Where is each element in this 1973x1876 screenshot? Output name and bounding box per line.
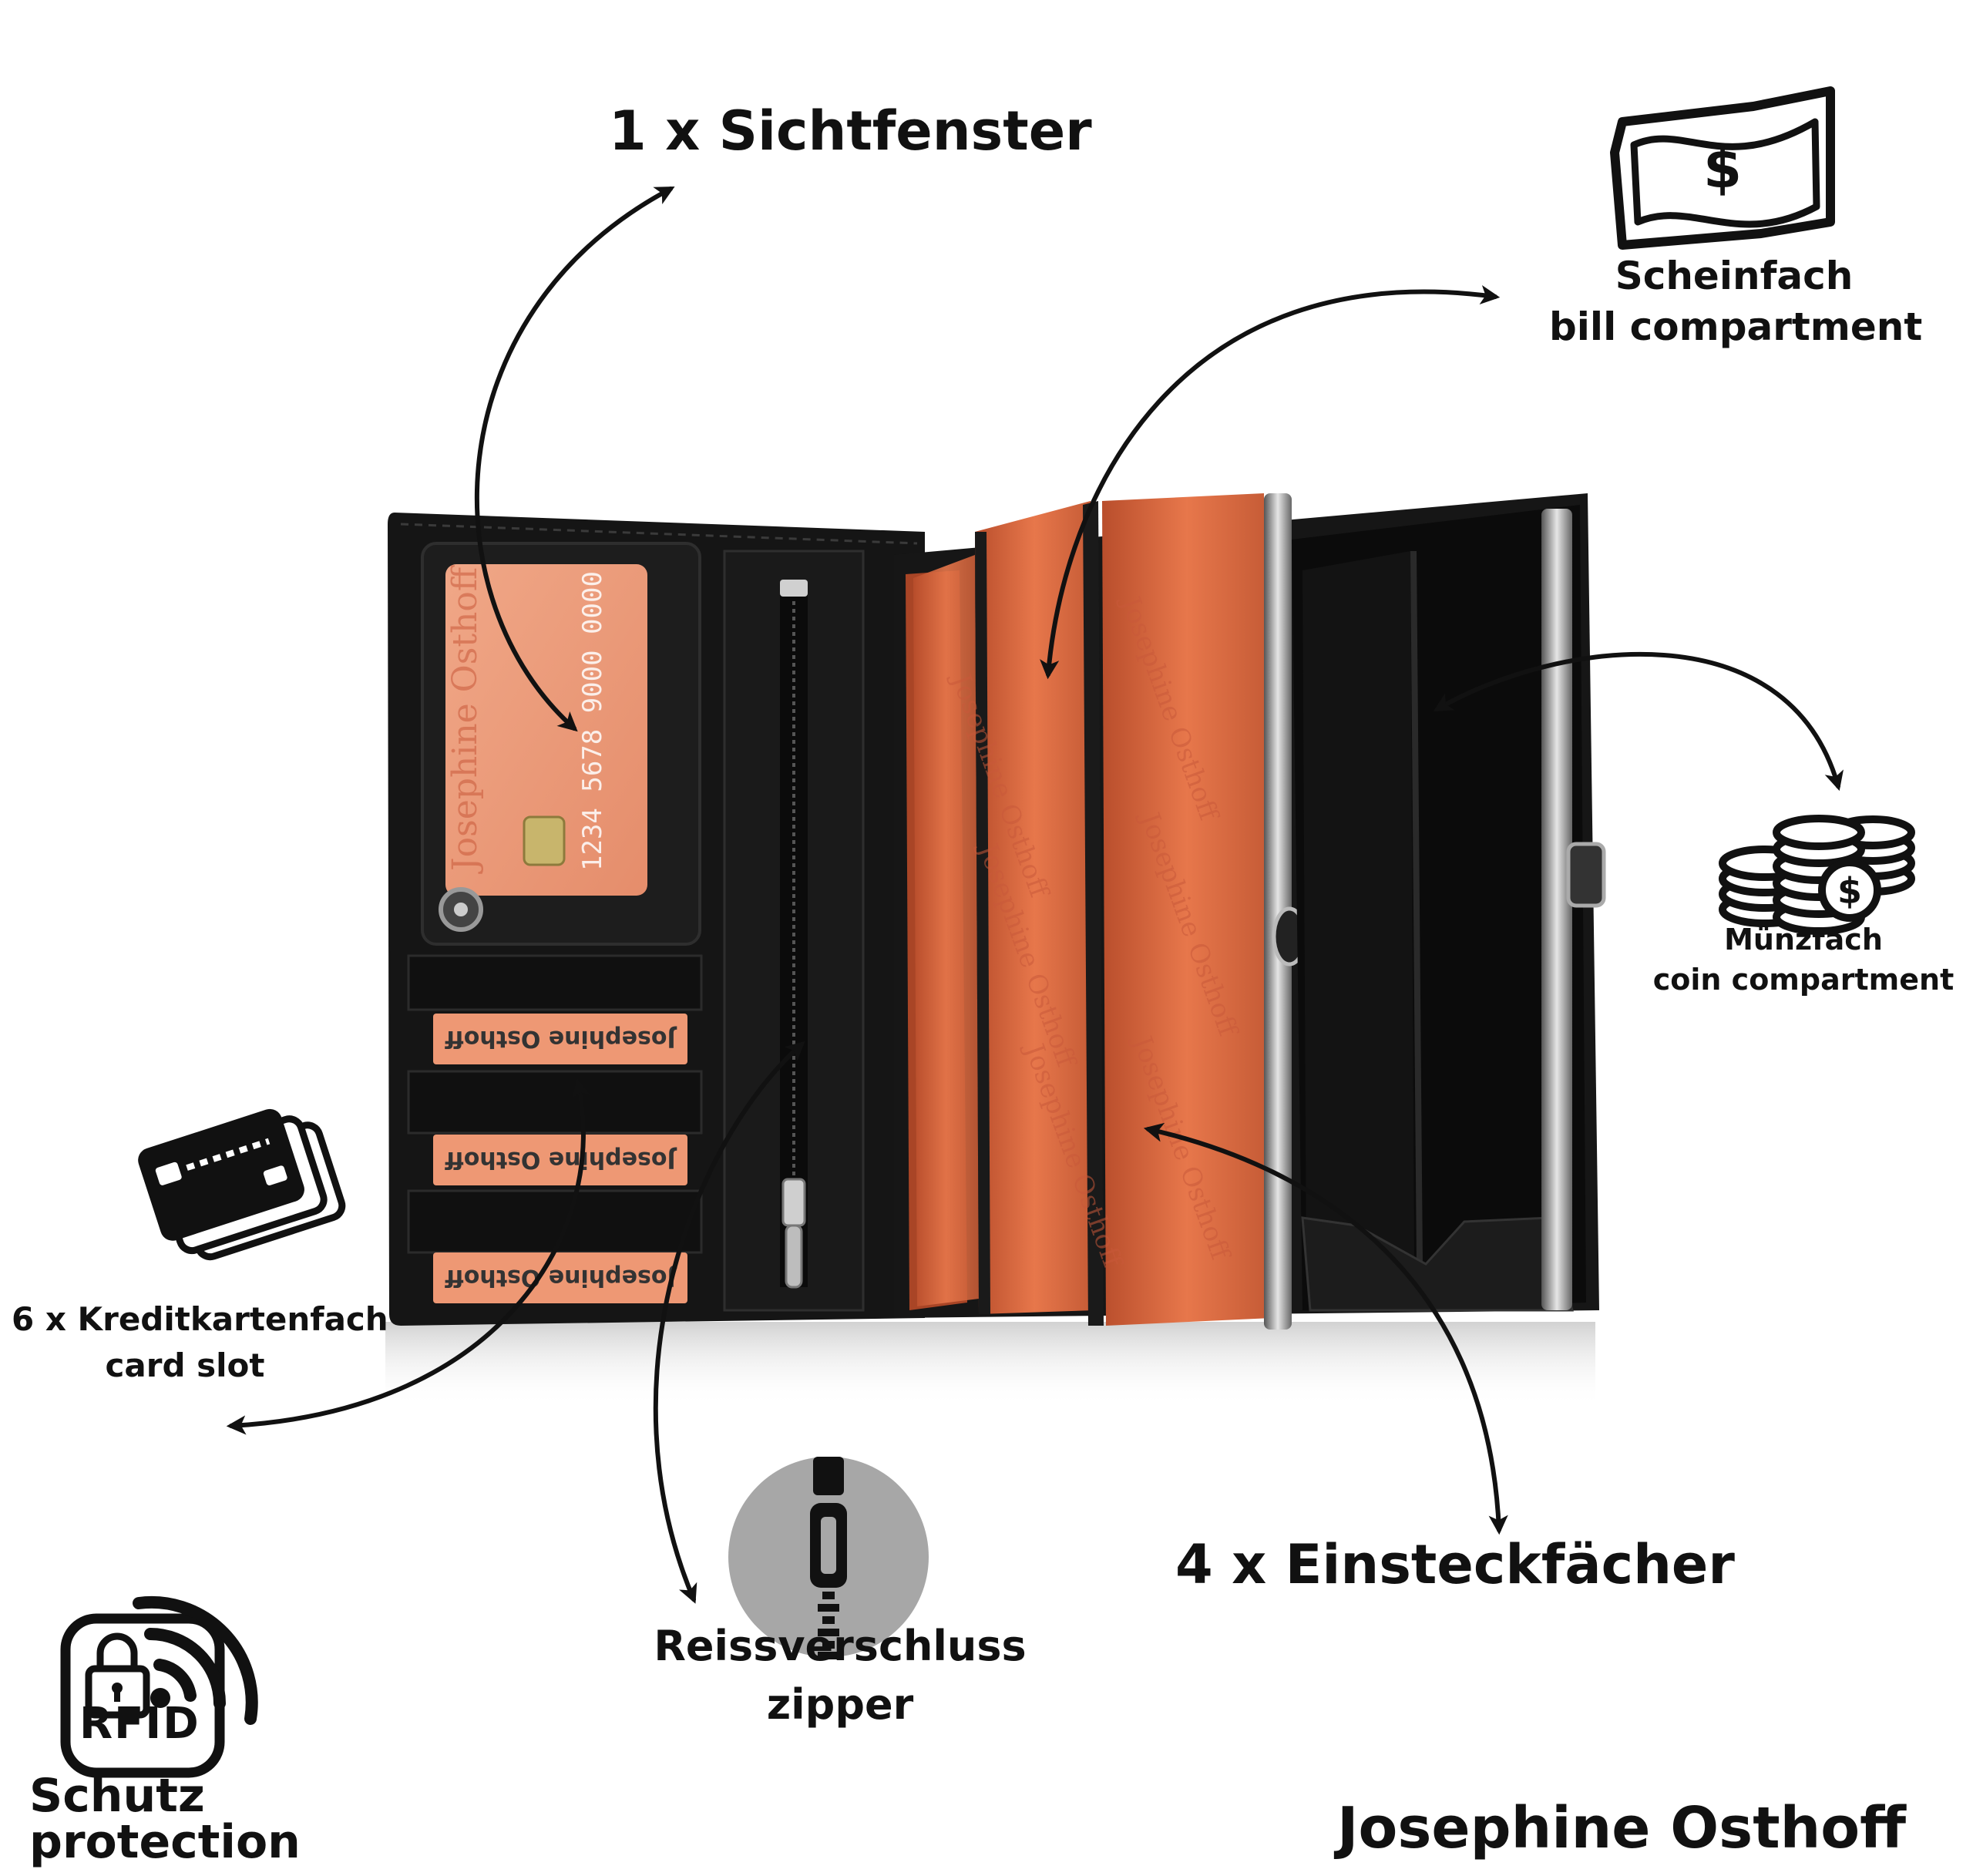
card-brand-text: Josephine Osthoff xyxy=(445,565,485,874)
zipper-label-de: Reissverschluss xyxy=(654,1622,1027,1670)
arrow-icon xyxy=(226,1078,591,1435)
credit-card-icon xyxy=(138,1108,346,1261)
arrow-icon xyxy=(474,187,675,732)
rfid-protection-label: Schutz protection xyxy=(29,1773,301,1865)
bill-label-en: bill compartment xyxy=(1549,304,1923,349)
arrow-icon xyxy=(653,1041,805,1604)
card-label-en: card slot xyxy=(105,1346,265,1385)
card-slot-brand-text: Josephine Osthoff xyxy=(445,1146,677,1173)
coin-label-de: Münzfach xyxy=(1724,923,1883,956)
svg-text:$: $ xyxy=(1837,870,1862,912)
rfid-lock-icon xyxy=(60,1595,258,1778)
banknote-icon: $ xyxy=(1610,86,1835,250)
coins-icon: $ xyxy=(1719,815,1915,935)
arrow-icon xyxy=(1040,285,1501,680)
card-slot-brand-text: Josephine Osthoff xyxy=(445,1025,677,1052)
coin-compartment xyxy=(1292,505,1606,1312)
card-number-text: 1234 5678 9000 0000 xyxy=(577,571,608,871)
table-reflection xyxy=(385,1322,1595,1407)
card-slot-label: 6 x Kreditkartenfach card slot xyxy=(12,1300,388,1385)
zipper-label-en: zipper xyxy=(766,1680,914,1730)
arrow-icon xyxy=(1433,651,1844,792)
zipper-label: Reissverschluss zipper xyxy=(647,1622,1033,1729)
card-slot-brand-text: Josephine Osthoff xyxy=(445,1264,677,1291)
metal-frame xyxy=(1264,493,1292,1330)
credit-card-in-window: Josephine Osthoff 1234 5678 9000 0000 xyxy=(445,564,647,896)
bill-label-de: Scheinfach xyxy=(1615,254,1854,298)
wallet-card-panel: Josephine Osthoff 1234 5678 9000 0000 Jo… xyxy=(388,513,925,1326)
card-label-de: 6 x Kreditkartenfach xyxy=(12,1300,388,1338)
svg-text:$: $ xyxy=(1703,136,1742,200)
rfid-label-en: protection xyxy=(29,1815,301,1869)
coin-label-en: coin compartment xyxy=(1652,962,1955,997)
zipper-icon xyxy=(728,1457,929,1659)
coin-compartment-label: Münzfach coin compartment xyxy=(1649,923,1958,997)
bill-compartment-label: Scheinfach bill compartment xyxy=(1549,254,1923,349)
rfid-badge-text: RFID xyxy=(79,1699,200,1749)
arrow-icon xyxy=(1143,1122,1508,1535)
brand-name: Josephine Osthoff xyxy=(1337,1795,1907,1861)
zipper-pocket xyxy=(723,550,865,1312)
window-label: 1 x Sichtfenster xyxy=(609,99,1092,163)
rfid-label-de: Schutz xyxy=(29,1769,205,1823)
pockets-label: 4 x Einsteckfächer xyxy=(1175,1533,1735,1596)
callout-arrows xyxy=(226,187,1844,1604)
